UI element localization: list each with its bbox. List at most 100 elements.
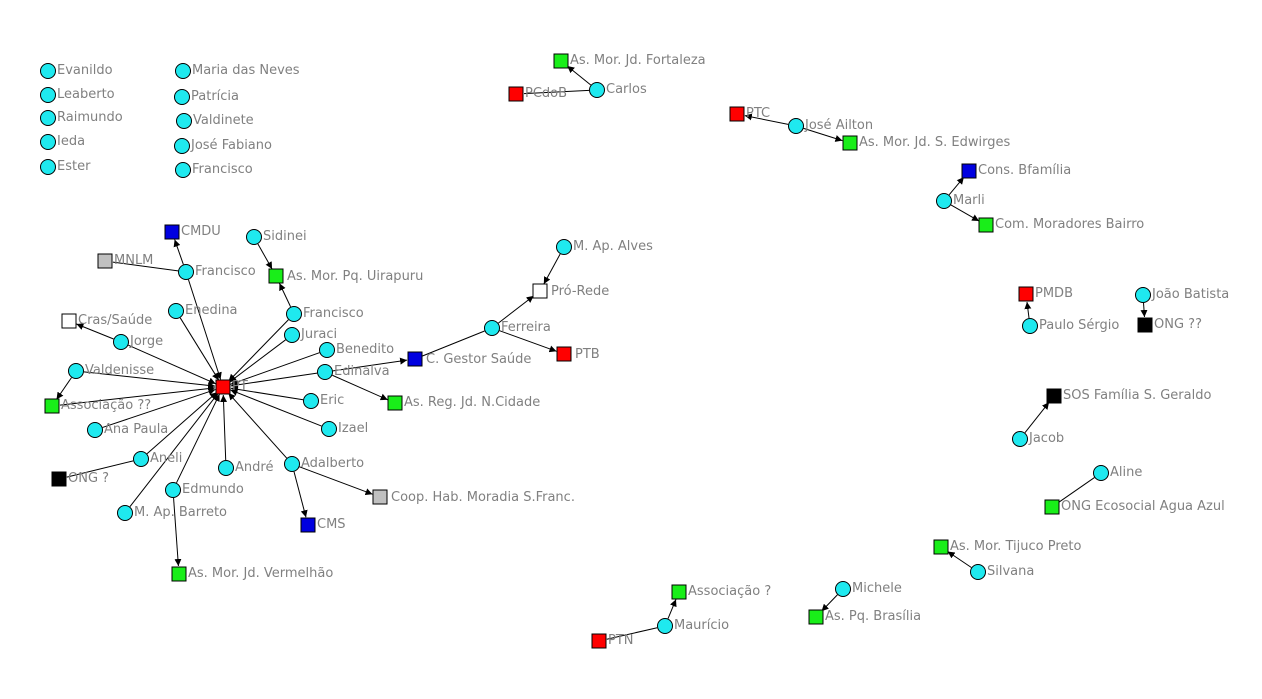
edge-ferreira-prorede	[498, 295, 534, 324]
node-josefabiano[interactable]: José Fabiano	[174, 138, 273, 154]
node-francisco1[interactable]: Francisco	[178, 264, 256, 280]
node-enedina[interactable]: Enedina	[168, 303, 238, 319]
edge-francisco1-cmdu	[173, 239, 184, 265]
node-label: Izael	[338, 421, 368, 436]
node-label: C. Gestor Saúde	[426, 352, 531, 367]
node-label: José Ailton	[804, 118, 873, 133]
node-ong2[interactable]: ONG ??	[1137, 317, 1202, 333]
node-label: Cras/Saúde	[78, 313, 152, 328]
node-anapaula[interactable]: Ana Paula	[87, 422, 169, 438]
node-leaberto[interactable]: Leaberto	[40, 87, 115, 103]
node-izael[interactable]: Izael	[321, 421, 369, 437]
node-edinalva[interactable]: Edinalva	[317, 364, 390, 380]
node-sidinei[interactable]: Sidinei	[246, 229, 307, 245]
node-eric[interactable]: Eric	[303, 393, 345, 409]
node-maria[interactable]: Maria das Neves	[175, 63, 300, 79]
node-cras[interactable]: Cras/Saúde	[61, 313, 152, 329]
node-pt[interactable]: PT	[215, 379, 248, 395]
node-uirapuru[interactable]: As. Mor. Pq. Uirapuru	[268, 268, 423, 284]
node-assoc2[interactable]: Associação ??	[44, 398, 151, 414]
edge-barreto-pt	[129, 393, 219, 507]
ngo-square-icon	[51, 471, 67, 487]
node-carlos[interactable]: Carlos	[589, 82, 647, 98]
node-ieda[interactable]: Ieda	[40, 134, 86, 150]
node-aneli[interactable]: Aneli	[133, 451, 183, 467]
node-pmdb[interactable]: PMDB	[1018, 286, 1073, 302]
node-label: As. Mor. Pq. Uirapuru	[287, 269, 423, 284]
node-brasilia[interactable]: As. Pq. Brasília	[808, 609, 921, 625]
node-paulosergio[interactable]: Paulo Sérgio	[1022, 318, 1120, 334]
node-aline[interactable]: Aline	[1093, 465, 1143, 481]
node-assoc1[interactable]: Associação ?	[671, 584, 771, 600]
node-ptn[interactable]: PTN	[591, 633, 634, 649]
node-label: Maria das Neves	[192, 63, 300, 78]
node-label: Associação ?	[688, 584, 771, 599]
node-ong1[interactable]: ONG ?	[51, 471, 109, 487]
node-ester[interactable]: Ester	[40, 159, 92, 175]
node-juraci[interactable]: Juraci	[284, 327, 338, 343]
node-patricia[interactable]: Patrícia	[174, 89, 240, 105]
node-valdenisse[interactable]: Valdenisse	[68, 363, 155, 379]
node-combairro[interactable]: Com. Moradores Bairro	[978, 217, 1144, 233]
association-square-icon	[842, 135, 858, 151]
node-benedito[interactable]: Benedito	[319, 342, 395, 358]
edge-eric-pt	[230, 385, 304, 401]
node-evanildo[interactable]: Evanildo	[40, 63, 113, 79]
node-vermelhao[interactable]: As. Mor. Jd. Vermelhão	[171, 566, 333, 582]
node-raimundo[interactable]: Raimundo	[40, 110, 123, 126]
node-jorge[interactable]: Jorge	[113, 334, 164, 350]
node-mauricio[interactable]: Maurício	[657, 618, 730, 634]
node-cgestor[interactable]: C. Gestor Saúde	[407, 351, 531, 367]
node-joseailton[interactable]: José Ailton	[788, 118, 874, 134]
person-circle-icon	[321, 421, 337, 437]
edge-francisco2-uirapuru	[278, 283, 292, 307]
node-label: As. Pq. Brasília	[825, 609, 921, 624]
node-label: Francisco	[303, 306, 364, 321]
node-michele[interactable]: Michele	[835, 581, 902, 597]
edge-sidinei-uirapuru	[257, 243, 273, 270]
node-jacob[interactable]: Jacob	[1012, 431, 1065, 447]
node-silvana[interactable]: Silvana	[970, 564, 1035, 580]
node-fortaleza[interactable]: As. Mor. Jd. Fortaleza	[553, 53, 706, 69]
node-label: As. Mor. Tijuco Preto	[950, 539, 1082, 554]
node-francisco0[interactable]: Francisco	[175, 162, 253, 178]
node-prorede[interactable]: Pró-Rede	[532, 283, 609, 299]
node-cmdu[interactable]: CMDU	[164, 224, 221, 240]
node-pcdob[interactable]: PCdoB	[508, 86, 567, 102]
person-circle-icon	[165, 482, 181, 498]
node-label: As. Mor. Jd. Fortaleza	[570, 53, 706, 68]
person-circle-icon	[218, 460, 234, 476]
node-label: Carlos	[606, 82, 647, 97]
node-edwirges[interactable]: As. Mor. Jd. S. Edwirges	[842, 135, 1010, 151]
node-ferreira[interactable]: Ferreira	[484, 320, 551, 336]
service-square-icon	[532, 283, 548, 299]
node-barreto[interactable]: M. Ap. Barreto	[117, 505, 228, 521]
node-valdinete[interactable]: Valdinete	[176, 113, 254, 129]
node-edmundo[interactable]: Edmundo	[165, 482, 244, 498]
person-circle-icon	[319, 342, 335, 358]
node-tijuco[interactable]: As. Mor. Tijuco Preto	[933, 539, 1082, 555]
node-cms[interactable]: CMS	[300, 517, 346, 533]
edge-francisco1-mnlm	[112, 261, 179, 272]
node-sos[interactable]: SOS Família S. Geraldo	[1046, 388, 1211, 404]
node-marli[interactable]: Marli	[936, 193, 985, 209]
node-label: João Batista	[1151, 287, 1229, 302]
node-ecosocial[interactable]: ONG Ecosocial Agua Azul	[1044, 499, 1225, 515]
node-joaobatista[interactable]: João Batista	[1135, 287, 1230, 303]
person-circle-icon	[175, 63, 191, 79]
node-adalberto[interactable]: Adalberto	[284, 456, 365, 472]
node-ptc[interactable]: PTC	[729, 106, 770, 122]
node-label: Leaberto	[57, 87, 115, 102]
node-ptb[interactable]: PTB	[556, 346, 600, 362]
node-bfamilia[interactable]: Cons. Bfamília	[961, 163, 1071, 179]
node-coop[interactable]: Coop. Hab. Moradia S.Franc.	[372, 489, 575, 505]
node-mnlm[interactable]: MNLM	[97, 253, 153, 269]
node-andre[interactable]: André	[218, 460, 274, 476]
node-label: Ester	[57, 159, 91, 174]
edge-alves-prorede	[543, 253, 561, 285]
node-alves[interactable]: M. Ap. Alves	[556, 239, 654, 255]
association-square-icon	[387, 395, 403, 411]
edge-enedina-pt	[179, 317, 220, 381]
node-nCidade[interactable]: As. Reg. Jd. N.Cidade	[387, 395, 540, 411]
node-francisco2[interactable]: Francisco	[286, 306, 364, 322]
